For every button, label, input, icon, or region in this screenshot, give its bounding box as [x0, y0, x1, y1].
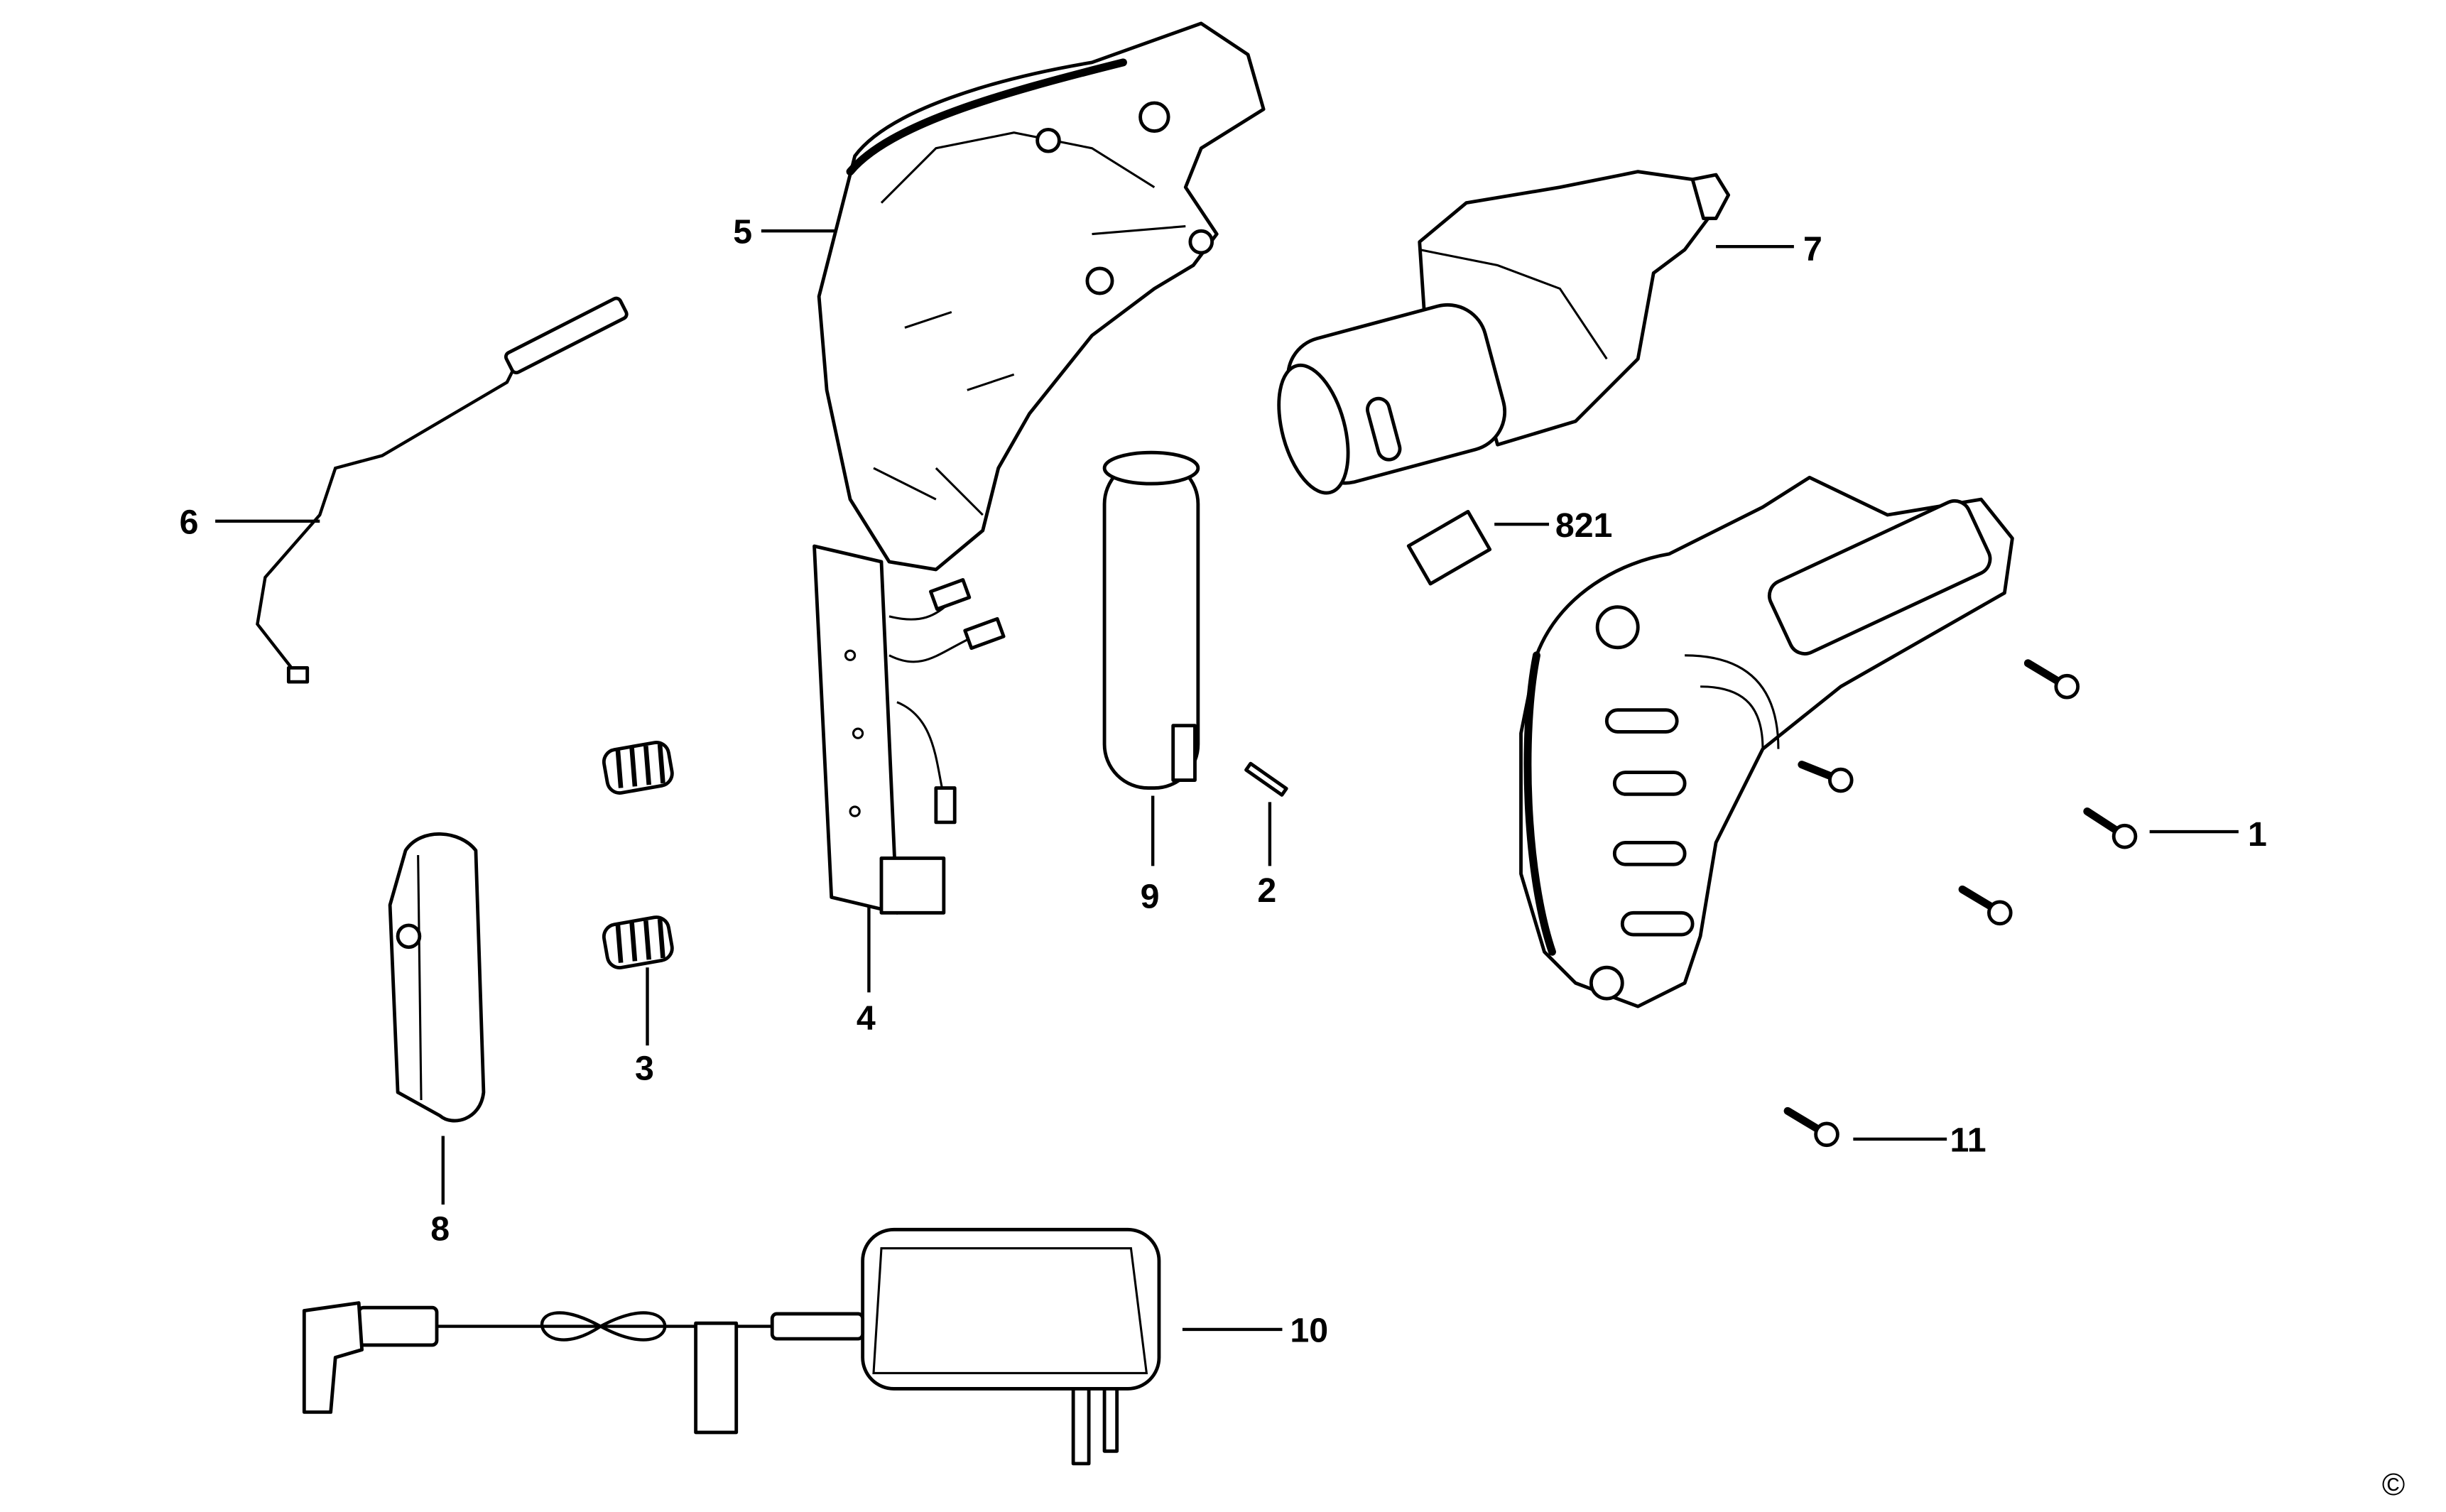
label-plate-part-821 — [1406, 509, 1492, 586]
motor-gearbox-part-7 — [1277, 170, 1731, 495]
copyright-mark: © — [2382, 1467, 2405, 1502]
label-5: 5 — [733, 213, 752, 251]
pin-part-2 — [1244, 761, 1288, 797]
screw-part-11 — [1783, 1106, 1839, 1148]
spring-part-3 — [602, 915, 674, 969]
switch-cover-part-8 — [388, 832, 486, 1123]
label-6: 6 — [180, 503, 199, 541]
charger-part-10 — [302, 1227, 1161, 1466]
screw-lower — [1958, 885, 2013, 926]
label-821: 821 — [1555, 506, 1613, 545]
screw-upper — [2023, 659, 2080, 700]
label-10: 10 — [1290, 1312, 1328, 1350]
label-7: 7 — [1803, 230, 1822, 268]
screw-middle — [1798, 761, 1854, 793]
label-9: 9 — [1141, 878, 1160, 916]
housing-half-right — [1519, 475, 2014, 1008]
circuit-board-part-4 — [812, 544, 1006, 915]
label-8: 8 — [430, 1210, 450, 1249]
lock-rod-part-6 — [256, 296, 629, 684]
label-4: 4 — [857, 999, 876, 1038]
label-1: 1 — [2248, 815, 2267, 854]
label-2: 2 — [1257, 871, 1276, 910]
screw-part-1 — [2083, 807, 2138, 849]
housing-half-part-5 — [817, 21, 1266, 572]
battery-part-9 — [1102, 450, 1200, 790]
spring-upper — [602, 741, 674, 795]
label-11: 11 — [1950, 1121, 1986, 1159]
label-3: 3 — [635, 1049, 654, 1087]
